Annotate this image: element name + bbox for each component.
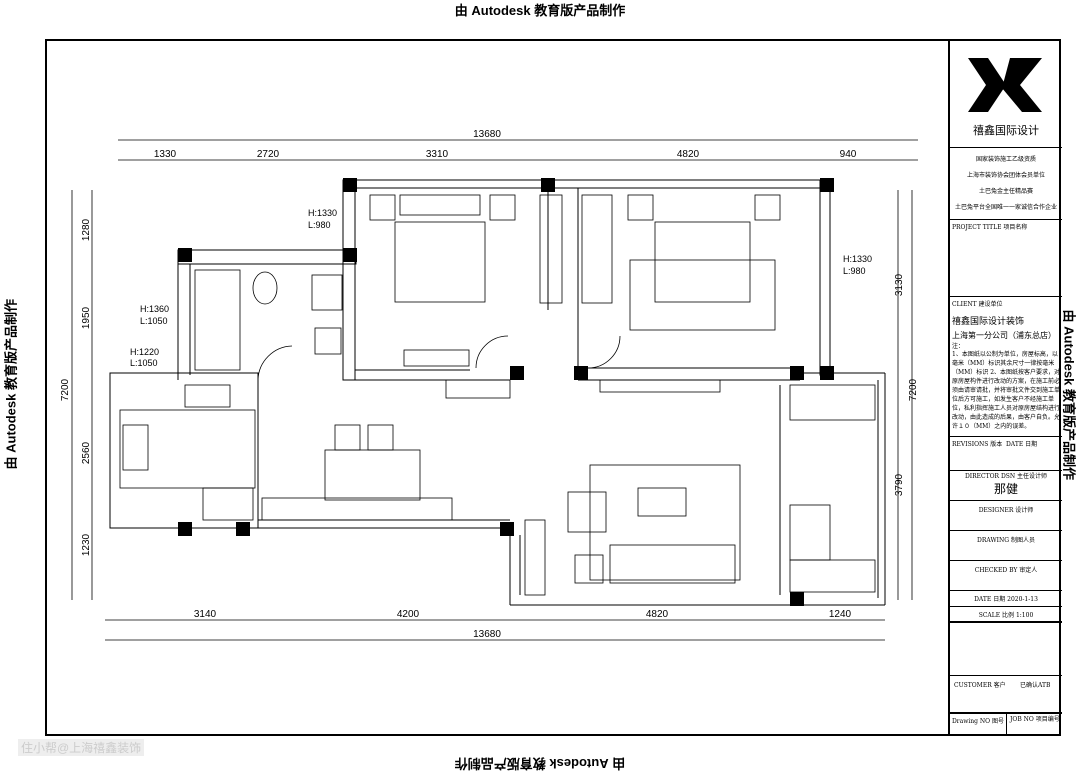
svg-text:H:1330: H:1330	[308, 208, 337, 218]
dimension-lines	[71, 139, 918, 641]
dim-top-seg: 940	[840, 149, 857, 160]
washer	[311, 274, 343, 311]
company-name: 禧鑫国际设计	[973, 124, 1039, 137]
svg-text:L:1050: L:1050	[130, 358, 158, 368]
coffee-table	[637, 487, 687, 517]
dim-left-total: 7200	[60, 378, 71, 401]
drawing-cell: DRAWING 制图人员	[950, 531, 1062, 561]
edu-watermark-top: 由 Autodesk 教育版产品制作	[454, 3, 626, 18]
toilet-icon	[252, 271, 278, 305]
dim-top-seg: 3310	[426, 149, 449, 160]
wardrobe-2	[581, 194, 613, 304]
dim-bottom-seg: 1240	[829, 609, 852, 620]
dim-top-seg: 2720	[257, 149, 280, 160]
dim-bottom-seg: 3140	[194, 609, 217, 620]
site-watermark: 住小帮@上海禧鑫装饰	[18, 739, 145, 756]
dim-top-seg: 4820	[677, 149, 700, 160]
dim-left-seg: 2560	[81, 441, 92, 464]
logo-cell: 禧鑫国际设计	[950, 40, 1062, 148]
armchair	[567, 491, 607, 533]
svg-text:H:1220: H:1220	[130, 347, 159, 357]
blank-cell	[950, 623, 1062, 676]
dim-top-seg: 1330	[154, 149, 177, 160]
dim-bottom-seg: 4820	[646, 609, 669, 620]
svg-text:L:1050: L:1050	[140, 316, 168, 326]
wardrobe-1	[539, 194, 563, 304]
dim-left-seg: 1950	[81, 306, 92, 329]
kitchen-counter	[119, 409, 256, 489]
designer-cell: DESIGNER 设计师	[950, 501, 1062, 531]
client-cell: CLIENT 建设单位 禧鑫国际设计装饰 上海第一分公司（浦东总店） 注： 1、…	[950, 297, 1062, 437]
scale-cell: SCALE 比例 1:100	[950, 607, 1062, 623]
dim-left-seg: 1230	[81, 533, 92, 556]
sink	[314, 327, 342, 355]
svg-text:H:1330: H:1330	[843, 254, 872, 264]
director-cell: DIRECTOR DSN 主任设计师 那健	[950, 471, 1062, 501]
customer-cell: CUSTOMER 客户已确认ATB	[950, 676, 1062, 714]
furniture	[119, 194, 876, 596]
svg-text:L:980: L:980	[843, 266, 866, 276]
date-cell: DATE 日期 2020-1-13	[950, 591, 1062, 607]
dimension-labels: 13680 1330 2720 3310 4820 940 3140 4200 …	[60, 129, 919, 640]
walls	[109, 179, 886, 606]
honor: 国家装饰施工乙级资质	[975, 156, 1036, 163]
door-swing	[257, 345, 293, 381]
sheet-border	[45, 39, 1061, 736]
dim-right-seg: 3790	[894, 473, 905, 496]
company-logo-icon	[968, 58, 1042, 112]
living-rug	[589, 464, 741, 581]
columns	[178, 178, 834, 606]
rug	[629, 259, 776, 331]
honor: 土巴兔平台全国唯一一家诚信合作企业	[954, 204, 1057, 211]
dim-left-seg: 1280	[81, 218, 92, 241]
svg-text:L:980: L:980	[308, 220, 331, 230]
dim-bottom-seg: 4200	[397, 609, 420, 620]
dim-right-total: 7200	[908, 378, 919, 401]
stove	[184, 384, 231, 408]
sofa	[609, 544, 736, 584]
shower	[194, 269, 241, 371]
honor: 土巴兔金主任精品赛	[978, 188, 1033, 195]
dim-bottom-total: 13680	[473, 629, 501, 640]
bed-1	[394, 221, 486, 303]
title-block: 禧鑫国际设计 国家装饰施工乙级资质 上海市装饰协会团体会员单位 土巴兔金主任精品…	[948, 40, 1062, 735]
honors-cell: 国家装饰施工乙级资质 上海市装饰协会团体会员单位 土巴兔金主任精品赛 土巴兔平台…	[950, 148, 1062, 220]
honor: 上海市装饰协会团体会员单位	[966, 172, 1045, 179]
project-title-cell: PROJECT TITLE 项目名称	[950, 220, 1062, 297]
checked-cell: CHECKED BY 审定人	[950, 561, 1062, 591]
bed-2	[654, 221, 751, 303]
dim-right-seg: 3130	[894, 273, 905, 296]
tv-cabinet	[261, 497, 453, 521]
dim-top-total: 13680	[473, 129, 501, 140]
revisions-cell: REVISIONS 版本 DATE 日期	[950, 437, 1062, 471]
svg-text:H:1360: H:1360	[140, 304, 169, 314]
dining-table	[324, 449, 421, 501]
bed-1-headboard	[399, 194, 481, 216]
